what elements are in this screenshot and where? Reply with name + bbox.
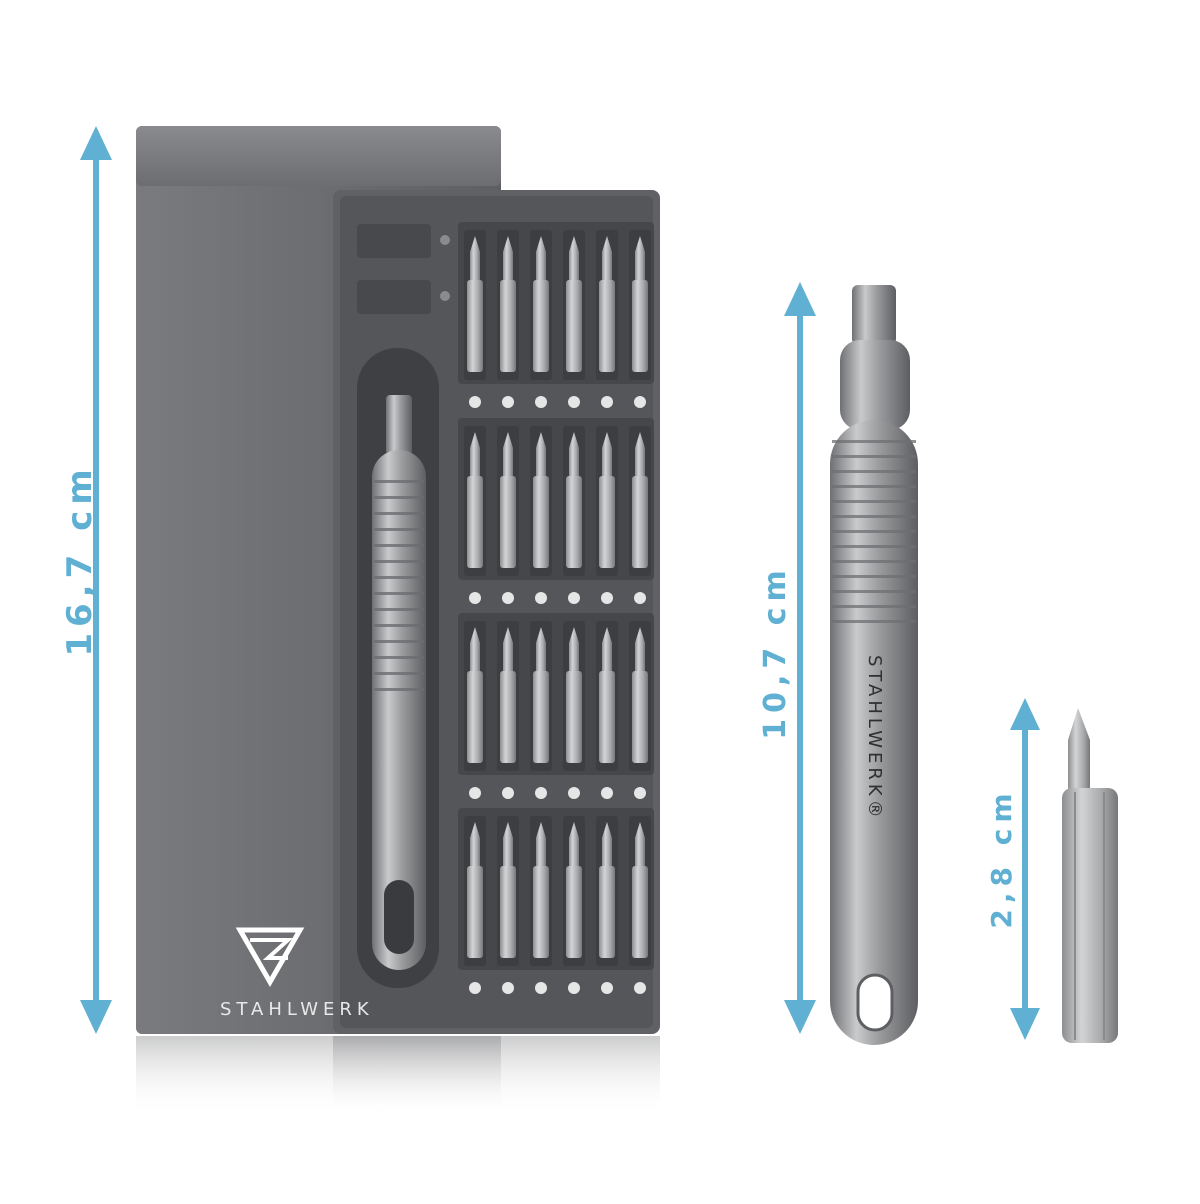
- bit-compartment: [458, 418, 654, 604]
- tray-bit: [596, 621, 618, 771]
- tray-bit: [629, 621, 651, 771]
- tray-bit: [497, 816, 519, 966]
- bit-type-marker: [502, 982, 514, 994]
- handle-brand-text: STAHLWERK®: [864, 655, 885, 822]
- bit-type-marker: [535, 592, 547, 604]
- tray-bit: [596, 426, 618, 576]
- bit-type-marker: [469, 592, 481, 604]
- dimension-arrow-bit: [1010, 698, 1040, 1040]
- bit-type-marker: [601, 787, 613, 799]
- tray-handle-grip-rings: [374, 480, 424, 691]
- bit-type-marker: [634, 787, 646, 799]
- bit-type-marker: [469, 396, 481, 408]
- bit-type-marker: [634, 592, 646, 604]
- bit-grid: [458, 222, 654, 994]
- tray-bit: [563, 816, 585, 966]
- tray-bit: [563, 621, 585, 771]
- tray-bit: [629, 230, 651, 380]
- bit-type-marker: [568, 787, 580, 799]
- bit-type-marker: [601, 592, 613, 604]
- handle-grip-rings: [832, 440, 916, 623]
- bit-type-marker: [502, 396, 514, 408]
- tray-bit: [530, 816, 552, 966]
- bit-compartment: [458, 613, 654, 799]
- bit-type-marker: [634, 396, 646, 408]
- case-brand-text: STAHLWERK: [220, 999, 374, 1020]
- bit-compartment: [458, 808, 654, 994]
- bit-type-marker: [535, 787, 547, 799]
- bit-type-marker: [568, 396, 580, 408]
- tray-bit: [497, 426, 519, 576]
- tray-bit: [596, 230, 618, 380]
- tray-bit: [629, 426, 651, 576]
- tray-bit: [464, 426, 486, 576]
- tray-bit: [530, 426, 552, 576]
- tray-bit: [497, 621, 519, 771]
- bit-type-marker: [634, 982, 646, 994]
- tray-bit: [563, 230, 585, 380]
- brand-logo: [235, 927, 305, 988]
- bit-length-label: 2,8 cm: [985, 787, 1018, 929]
- tray-bit: [464, 816, 486, 966]
- bit-type-marker: [568, 592, 580, 604]
- tray-bit: [530, 621, 552, 771]
- tray-bit: [530, 230, 552, 380]
- tray-bit: [596, 816, 618, 966]
- tray-bit: [563, 426, 585, 576]
- handle-length-label: 10,7 cm: [758, 564, 793, 740]
- bit-type-marker: [601, 396, 613, 408]
- dimension-arrow-case: [80, 126, 112, 1034]
- bit-type-marker: [535, 396, 547, 408]
- bit-type-marker: [568, 982, 580, 994]
- tray-bit: [497, 230, 519, 380]
- bit-type-marker: [469, 787, 481, 799]
- screwdriver-bit: [1062, 708, 1118, 1043]
- tray-bit: [464, 621, 486, 771]
- tray-screwdriver-handle: [372, 395, 426, 970]
- case-height-label: 16,7 cm: [60, 463, 100, 657]
- bit-type-marker: [535, 982, 547, 994]
- bit-type-marker: [502, 787, 514, 799]
- bit-type-marker: [601, 982, 613, 994]
- bit-compartment: [458, 222, 654, 408]
- bit-type-marker: [502, 592, 514, 604]
- bit-type-marker: [469, 982, 481, 994]
- dimension-arrow-handle: [784, 282, 816, 1034]
- tray-bit: [629, 816, 651, 966]
- tray-bit: [464, 230, 486, 380]
